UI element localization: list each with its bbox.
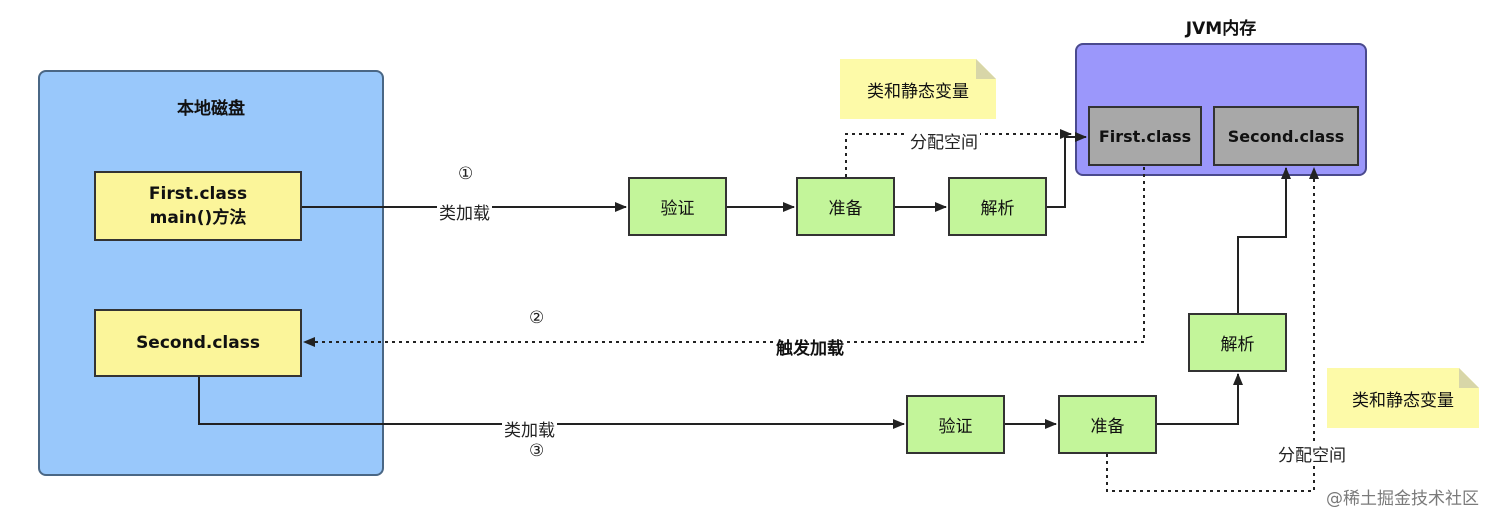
bottom-resolve-to-jvm-second-arrow: [1237, 167, 1291, 313]
top-class-load-label: 类加载: [437, 199, 492, 224]
top-prepare-node: 准备: [796, 177, 895, 236]
step-2-marker: ②: [529, 308, 545, 328]
trigger-load-dotted-arrow: [303, 167, 1145, 347]
first-class-main-method: main()方法: [149, 208, 247, 228]
bottom-note-text: 类和静态变量: [1352, 390, 1454, 411]
bottom-prepare-label: 准备: [1090, 417, 1125, 437]
prepare-alloc-dotted-arrow: [845, 129, 1072, 177]
local-disk-title: 本地磁盘: [177, 99, 245, 119]
second-class-name: Second.class: [136, 333, 260, 353]
jvm-memory-title: JVM内存: [1185, 19, 1257, 39]
top-static-vars-note: 类和静态变量: [840, 59, 996, 119]
first-class-name: First.class: [148, 184, 248, 204]
bottom-resolve-node: 解析: [1188, 313, 1287, 372]
top-resolve-label: 解析: [980, 199, 1015, 219]
jvm-second-class-node: Second.class: [1213, 106, 1359, 166]
bottom-static-vars-note: 类和静态变量: [1327, 368, 1479, 428]
watermark: @稀土掘金技术社区: [1326, 489, 1479, 509]
jvm-second-class-label: Second.class: [1227, 126, 1345, 146]
jvm-first-class-node: First.class: [1088, 106, 1202, 166]
top-resolve-node: 解析: [948, 177, 1047, 236]
bottom-prepare-to-resolve-arrow: [1157, 373, 1243, 425]
bottom-verify-node: 验证: [906, 395, 1005, 454]
bottom-prepare-node: 准备: [1058, 395, 1157, 454]
bottom-prepare-alloc-dotted-arrow: [1106, 167, 1319, 492]
step-1-marker: ①: [458, 164, 474, 184]
top-verify-label: 验证: [660, 199, 695, 219]
resolve-to-jvm-first-arrow: [1047, 132, 1087, 208]
top-alloc-space-label: 分配空间: [908, 128, 980, 153]
bottom-class-load-label: 类加载: [502, 416, 557, 441]
step-3-marker: ③: [529, 441, 545, 461]
bottom-resolve-label: 解析: [1220, 335, 1255, 355]
local-disk-container: [38, 70, 384, 476]
trigger-load-label: 触发加载: [774, 334, 846, 359]
first-class-disk-node: First.class main()方法: [94, 171, 302, 241]
bottom-alloc-space-label: 分配空间: [1276, 441, 1348, 466]
second-to-verify-arrow: [198, 377, 905, 429]
jvm-first-class-label: First.class: [1098, 126, 1192, 146]
top-verify-node: 验证: [628, 177, 727, 236]
top-note-text: 类和静态变量: [867, 81, 969, 102]
bottom-verify-label: 验证: [938, 417, 973, 437]
top-prepare-label: 准备: [828, 199, 863, 219]
second-class-disk-node: Second.class: [94, 309, 302, 377]
